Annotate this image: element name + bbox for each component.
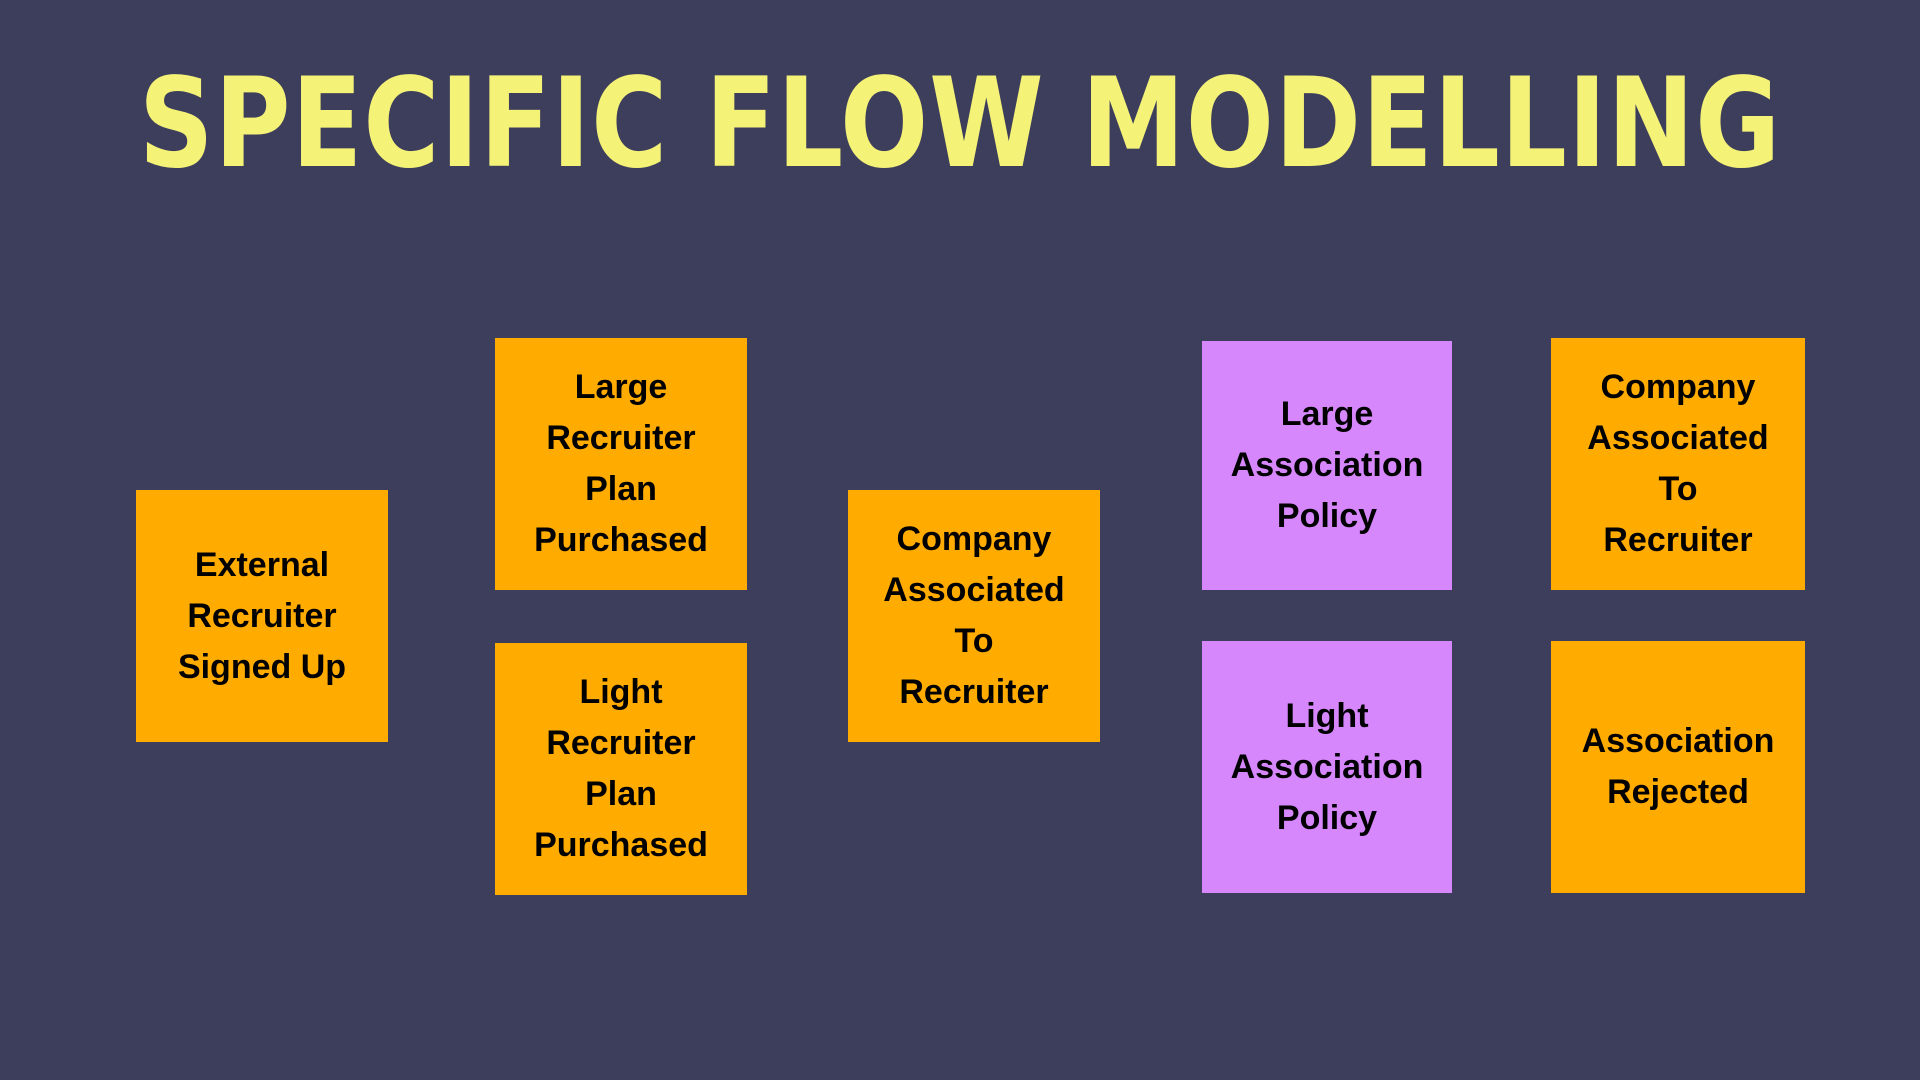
flow-node-light-recruiter-plan-purchased[interactable]: Light Recruiter Plan Purchased	[495, 643, 747, 895]
flow-node-external-recruiter-signed-up[interactable]: External Recruiter Signed Up	[136, 490, 388, 742]
flow-node-label: Light Association Policy	[1230, 696, 1424, 837]
flow-node-association-rejected[interactable]: Association Rejected	[1551, 641, 1805, 893]
flow-node-label: Large Recruiter Plan Purchased	[534, 368, 708, 559]
flow-node-label: Association Rejected	[1581, 722, 1775, 811]
page-title: SPECIFIC FLOW MODELLING	[138, 52, 1782, 196]
flow-node-label: Large Association Policy	[1230, 395, 1424, 535]
flow-node-large-association-policy[interactable]: Large Association Policy	[1202, 341, 1452, 590]
flow-node-label: Company Associated To Recruiter	[1587, 368, 1769, 559]
flow-node-light-association-policy[interactable]: Light Association Policy	[1202, 641, 1452, 893]
flow-node-label: Light Recruiter Plan Purchased	[534, 673, 708, 864]
flow-node-company-associated-to-recruiter-right[interactable]: Company Associated To Recruiter	[1551, 338, 1805, 590]
flow-node-label: External Recruiter Signed Up	[177, 545, 347, 686]
flow-node-large-recruiter-plan-purchased[interactable]: Large Recruiter Plan Purchased	[495, 338, 747, 590]
flow-node-label: Company Associated To Recruiter	[883, 520, 1065, 711]
flow-node-company-associated-to-recruiter-center[interactable]: Company Associated To Recruiter	[848, 490, 1100, 742]
